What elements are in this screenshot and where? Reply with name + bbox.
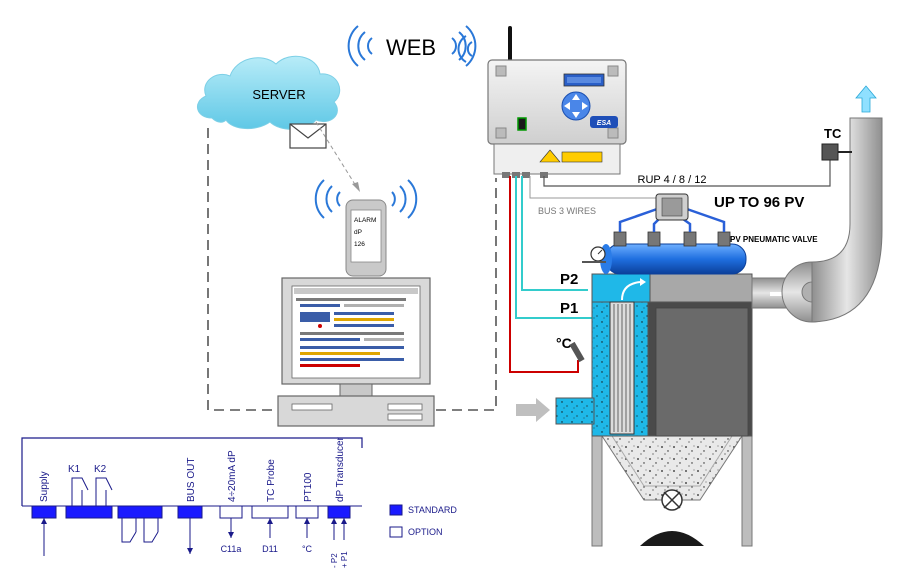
temperature-line: [509, 176, 579, 373]
rup-module: [655, 193, 689, 221]
dust-pile: [640, 531, 704, 546]
envelope-icon: [289, 123, 327, 149]
legend-standard-swatch: [389, 504, 403, 516]
legend-standard: STANDARD: [408, 505, 457, 515]
pv-valve-label: PV PNEUMATIC VALVE: [730, 235, 818, 244]
temp-probe: [569, 341, 585, 363]
esa-controller: ESA: [487, 59, 627, 178]
p2-label: P2: [560, 271, 578, 288]
alarm-screen: [350, 209, 382, 263]
rup-line: [543, 160, 831, 187]
computer-icon: [277, 277, 435, 427]
alarm-value: 126: [354, 241, 365, 248]
p1-label: P1: [560, 300, 578, 317]
web-label: WEB: [386, 35, 436, 60]
exhaust-stack: [811, 117, 883, 323]
terminal-tc-probe: TC Probe: [266, 459, 277, 502]
terminal-k2: K2: [94, 464, 107, 475]
air-header-tank: [600, 243, 747, 275]
terminal-d11: D11: [262, 544, 278, 554]
terminal-pt100: PT100: [303, 472, 314, 502]
wifi-icon: [347, 25, 373, 67]
legend-option: OPTION: [408, 527, 443, 537]
tc-sensor: [821, 143, 852, 161]
terminal-k1: K1: [68, 464, 81, 475]
terminal-p2: - P2: [330, 553, 339, 568]
cloud-icon: [197, 55, 341, 130]
wifi-icon: [457, 35, 473, 63]
p2-line: [521, 176, 588, 291]
bus-label: BUS 3 WIRES: [538, 206, 596, 216]
pc-link: [436, 178, 497, 411]
tc-label: TC: [824, 126, 842, 141]
wifi-icon: [314, 179, 418, 219]
rup-label: RUP 4 / 8 / 12: [638, 174, 707, 186]
legend-option-swatch: [389, 526, 403, 538]
alarm-title: ALARM: [354, 217, 376, 224]
server-label: SERVER: [252, 87, 305, 102]
p1-line: [515, 176, 598, 319]
terminal-ma: 4÷20mA dP: [227, 450, 238, 502]
terminal-bus-out: BUS OUT: [186, 458, 197, 502]
temp-label: °C: [556, 335, 572, 351]
device-brand: ESA: [597, 120, 611, 127]
fan-icon: [661, 489, 683, 511]
terminal-dp-transducer: dP Transducer: [335, 436, 346, 502]
arrow-up-icon: [855, 85, 877, 113]
inlet-arrow: [516, 398, 550, 422]
inlet-duct: [555, 397, 595, 425]
alarm-param: dP: [354, 229, 362, 236]
up-to-label: UP TO 96 PV: [714, 194, 804, 211]
message-path: [315, 121, 357, 187]
server-link: [207, 128, 280, 411]
terminal-c11a: C11a: [221, 544, 242, 554]
terminal-strip: [21, 437, 363, 556]
pneumatic-valves: [613, 231, 731, 247]
pulse-jet: [621, 281, 641, 301]
terminal-deg-c: °C: [302, 544, 313, 554]
bus-line: [529, 176, 660, 199]
terminal-p1: + P1: [340, 551, 349, 568]
terminal-supply: Supply: [39, 471, 50, 502]
message-arrowhead: [352, 182, 360, 192]
